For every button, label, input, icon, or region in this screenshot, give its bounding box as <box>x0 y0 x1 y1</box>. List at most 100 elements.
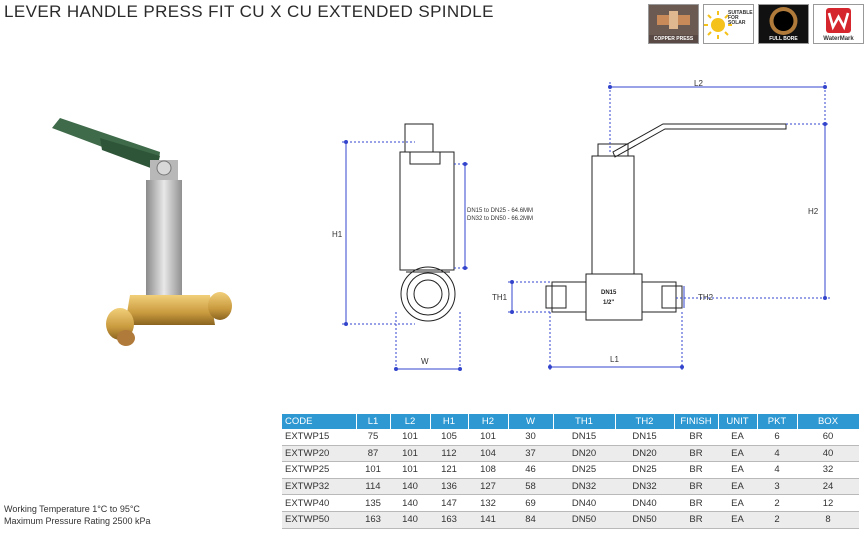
l2-label: L2 <box>694 79 703 88</box>
table-cell: 2 <box>757 511 797 529</box>
table-cell: 163 <box>356 511 390 529</box>
table-cell: EA <box>718 461 757 479</box>
table-cell: 163 <box>430 511 468 529</box>
table-cell: DN20 <box>615 445 674 463</box>
table-cell: 30 <box>508 429 553 446</box>
table-cell: 108 <box>468 461 508 479</box>
table-cell: 114 <box>356 478 390 496</box>
table-cell: 84 <box>508 511 553 529</box>
product-photo <box>52 118 232 346</box>
copper-press-badge: COPPER PRESS <box>648 4 699 44</box>
table-cell: 24 <box>797 478 859 496</box>
solar-icon <box>704 11 732 39</box>
table-cell: EA <box>718 494 757 512</box>
table-cell: DN20 <box>553 445 615 463</box>
col-header: L1 <box>356 414 391 429</box>
table-cell: 104 <box>468 445 508 463</box>
table-cell: DN25 <box>615 461 674 479</box>
copper-press-icon <box>649 5 698 35</box>
table-cell: DN15 <box>553 429 615 446</box>
table-cell: 101 <box>390 429 430 446</box>
table-cell: EXTWP50 <box>282 511 356 529</box>
table-header: CODE L1 L2 H1 H2 W TH1 TH2 FINISH UNIT P… <box>282 414 860 429</box>
table-cell: 69 <box>508 494 553 512</box>
side-view <box>399 123 456 322</box>
table-cell: DN40 <box>615 494 674 512</box>
table-cell: 46 <box>508 461 553 479</box>
body-mark-inch: 1/2" <box>603 300 614 306</box>
col-header: BOX <box>797 414 860 429</box>
table-cell: 3 <box>757 478 797 496</box>
h1-label: H1 <box>332 230 343 239</box>
table-cell: 12 <box>797 494 859 512</box>
watermark-icon <box>826 8 851 33</box>
certification-badges: COPPER PRESS SUITABLE FOR SOLAR FULL BOR… <box>648 4 864 44</box>
col-header: PKT <box>757 414 798 429</box>
full-bore-label: FULL BORE <box>769 36 798 42</box>
table-cell: 101 <box>390 461 430 479</box>
table-cell: 58 <box>508 478 553 496</box>
col-header: H1 <box>430 414 469 429</box>
front-view <box>545 123 787 321</box>
table-cell: 37 <box>508 445 553 463</box>
table-cell: 101 <box>390 445 430 463</box>
working-temperature: Working Temperature 1°C to 95°C <box>4 504 140 514</box>
table-cell: 75 <box>356 429 390 446</box>
table-row: EXTWP15 75 101 105 101 30 DN15 DN15 BR E… <box>282 429 859 446</box>
table-cell: 132 <box>468 494 508 512</box>
table-cell: DN25 <box>553 461 615 479</box>
table-cell: 140 <box>390 511 430 529</box>
col-header: H2 <box>468 414 509 429</box>
h2-label: H2 <box>808 207 819 216</box>
table-cell: EXTWP40 <box>282 494 356 512</box>
table-cell: 101 <box>468 429 508 446</box>
table-cell: 135 <box>356 494 390 512</box>
table-cell: 32 <box>797 461 859 479</box>
col-header: TH1 <box>553 414 616 429</box>
table-cell: BR <box>674 478 718 496</box>
table-cell: EA <box>718 478 757 496</box>
table-cell: DN40 <box>553 494 615 512</box>
col-header: L2 <box>390 414 431 429</box>
side-view-dimensions <box>342 141 468 372</box>
front-view-dimensions <box>508 82 830 370</box>
table-cell: 40 <box>797 445 859 463</box>
table-cell: 121 <box>430 461 468 479</box>
table-cell: 4 <box>757 445 797 463</box>
spindle-note-2: DN32 to DN50 - 66.2MM <box>467 216 533 222</box>
col-header: TH2 <box>615 414 675 429</box>
max-pressure-rating: Maximum Pressure Rating 2500 kPa <box>4 516 151 526</box>
solar-label: SUITABLE FOR SOLAR <box>728 10 753 26</box>
table-cell: EXTWP15 <box>282 429 356 446</box>
full-bore-badge: FULL BORE <box>758 4 809 44</box>
spec-table: CODE L1 L2 H1 H2 W TH1 TH2 FINISH UNIT P… <box>282 414 860 529</box>
watermark-badge: WaterMark <box>813 4 864 44</box>
table-cell: 2 <box>757 494 797 512</box>
l1-label: L1 <box>610 355 619 364</box>
table-cell: 8 <box>797 511 859 529</box>
table-cell: EA <box>718 511 757 529</box>
table-cell: 60 <box>797 429 859 446</box>
table-cell: 4 <box>757 461 797 479</box>
full-bore-icon <box>769 7 798 35</box>
table-cell: EA <box>718 445 757 463</box>
table-cell: 127 <box>468 478 508 496</box>
table-cell: 6 <box>757 429 797 446</box>
table-cell: 101 <box>356 461 390 479</box>
table-row: EXTWP32 114 140 136 127 58 DN32 DN32 BR … <box>282 478 859 496</box>
col-header: FINISH <box>674 414 719 429</box>
table-cell: 105 <box>430 429 468 446</box>
table-row: EXTWP25 101 101 121 108 46 DN25 DN25 BR … <box>282 461 859 479</box>
table-cell: DN15 <box>615 429 674 446</box>
th1-label: TH1 <box>492 293 508 302</box>
table-cell: EA <box>718 429 757 446</box>
body-mark-size: DN15 <box>601 290 617 296</box>
table-cell: 140 <box>390 478 430 496</box>
table-cell: DN32 <box>553 478 615 496</box>
col-header: W <box>508 414 554 429</box>
table-row: EXTWP20 87 101 112 104 37 DN20 DN20 BR E… <box>282 445 859 463</box>
table-cell: DN50 <box>553 511 615 529</box>
page-title: LEVER HANDLE PRESS FIT CU X CU EXTENDED … <box>4 2 494 21</box>
table-cell: BR <box>674 429 718 446</box>
table-cell: DN50 <box>615 511 674 529</box>
